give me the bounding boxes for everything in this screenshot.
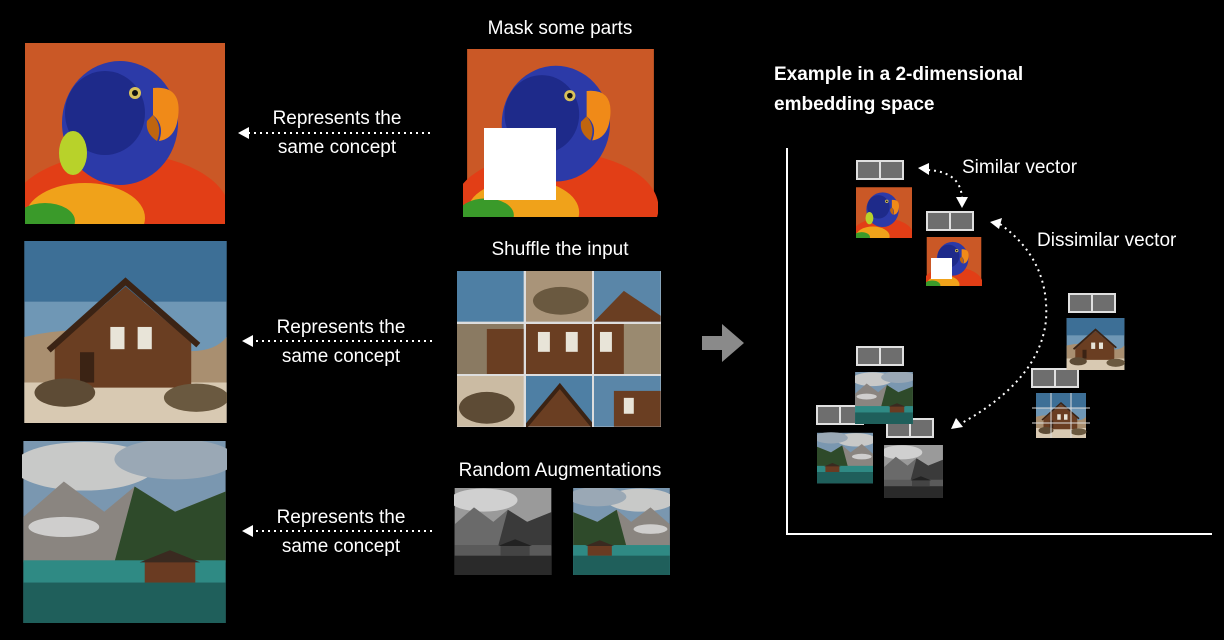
similar-vector-label: Similar vector xyxy=(962,157,1078,178)
thumb-lake-flipped xyxy=(817,432,873,484)
embedding-title: Example in a 2-dimensional embedding spa… xyxy=(774,64,1024,115)
y-axis xyxy=(786,148,788,535)
thumb-parrot xyxy=(856,187,912,238)
shuffle-title: Shuffle the input xyxy=(491,239,629,260)
shuffle-tile xyxy=(594,323,661,375)
embedding-vector-lake xyxy=(856,346,904,366)
represents-label-2: Represents the same concept xyxy=(276,317,406,367)
thumb-lake xyxy=(855,372,913,424)
thumb-house xyxy=(1066,318,1125,370)
mask-title: Mask some parts xyxy=(487,18,633,39)
embedding-vector-shuffled-house xyxy=(1031,368,1079,388)
right-arrow-icon xyxy=(702,324,744,362)
mask-square xyxy=(484,128,556,200)
represents-label-1: Represents the same concept xyxy=(272,108,402,158)
shuffled-house-grid xyxy=(457,271,661,427)
shuffle-tile xyxy=(594,271,661,322)
shuffle-tile xyxy=(525,376,593,427)
embedding-vector-parrot xyxy=(856,160,904,180)
shuffle-tile xyxy=(525,271,593,322)
dissimilar-vector-label: Dissimilar vector xyxy=(1037,230,1177,251)
flipped-lake-image xyxy=(573,488,670,575)
thumb-lake-gray xyxy=(884,445,943,498)
represents-label-3: Represents the same concept xyxy=(276,507,406,557)
shuffle-tile xyxy=(525,323,593,375)
lake-original-image xyxy=(22,441,227,623)
x-axis xyxy=(786,533,1212,535)
thumb-shuffle-grid-lines xyxy=(1032,393,1090,438)
shuffle-tile xyxy=(594,376,661,427)
embedding-vector-house xyxy=(1068,293,1116,313)
random-augmentations-title: Random Augmentations xyxy=(458,460,662,481)
grayscale-lake-image xyxy=(454,488,552,575)
parrot-original-image xyxy=(25,42,225,224)
house-original-image xyxy=(24,241,227,423)
embedding-vector-masked-parrot xyxy=(926,211,974,231)
shuffle-tile xyxy=(457,376,524,427)
embedding-vector-lake-gray xyxy=(886,418,934,438)
thumb-mask-square xyxy=(931,258,952,279)
shuffle-tile xyxy=(457,323,524,375)
shuffle-tile xyxy=(457,271,524,322)
